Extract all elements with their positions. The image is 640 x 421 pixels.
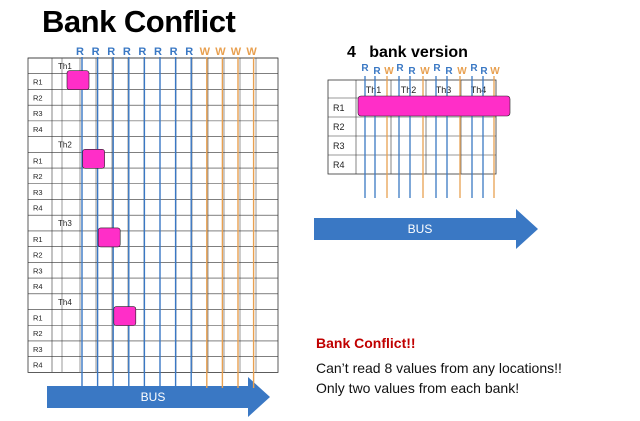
bus-arrow [314, 209, 538, 249]
register-row-label: R2 [33, 93, 43, 102]
bus-arrow [47, 377, 270, 417]
register-row-label: R2 [33, 251, 43, 260]
read-port-label: R [433, 63, 441, 74]
thread-header-label: Th4 [471, 85, 487, 95]
register-row-label: R3 [33, 345, 43, 354]
bus-label: BUS [408, 222, 433, 236]
read-port-label: R [373, 66, 381, 77]
read-port-label: R [123, 46, 131, 58]
bank-version-heading: 4 bank version [347, 44, 468, 61]
read-port-label: R [92, 46, 100, 58]
thread-header-label: Th1 [366, 85, 382, 95]
accessed-cell-highlight [97, 227, 121, 248]
explanation-line-2: Only two values from each bank! [316, 380, 520, 396]
write-port-label: W [246, 46, 257, 58]
thread-header-label: Th2 [401, 85, 417, 95]
register-row-label: R3 [33, 266, 43, 275]
read-port-label: R [185, 46, 193, 58]
register-row-label: R4 [33, 361, 43, 370]
explanation-line-1: Can’t read 8 values from any locations!! [316, 360, 562, 376]
read-port-label: R [396, 63, 404, 74]
read-port-label: R [107, 46, 115, 58]
write-port-label: W [384, 66, 394, 77]
register-row-label: R4 [333, 160, 345, 170]
register-row-label: R1 [33, 235, 43, 244]
read-port-label: R [154, 46, 162, 58]
accessed-cell-highlight [82, 149, 105, 169]
read-port-label: R [361, 63, 369, 74]
register-row-label: R4 [33, 203, 43, 212]
thread-label: Th3 [58, 219, 72, 228]
register-row-label: R1 [33, 314, 43, 323]
read-port-label: R [480, 66, 488, 77]
write-port-label: W [200, 46, 211, 58]
register-row-label: R3 [333, 141, 345, 151]
read-port-label: R [138, 46, 146, 58]
register-row-label: R4 [33, 125, 43, 134]
slide-title: Bank Conflict [42, 4, 236, 39]
register-row-label: R2 [33, 329, 43, 338]
write-port-label: W [490, 66, 500, 77]
read-port-label: R [170, 46, 178, 58]
accessed-cell-highlight [66, 70, 90, 91]
accessed-row-highlight [357, 95, 511, 117]
thread-label: Th1 [58, 62, 72, 71]
register-row-label: R1 [33, 78, 43, 87]
register-row-label: R1 [333, 103, 345, 113]
write-port-label: W [231, 46, 242, 58]
register-row-label: R3 [33, 188, 43, 197]
right-grid-border [327, 79, 497, 175]
write-port-label: W [420, 66, 430, 77]
read-port-label: R [470, 63, 478, 74]
register-row-label: R2 [33, 172, 43, 181]
register-row-label: R4 [33, 282, 43, 291]
register-row-label: R1 [33, 156, 43, 165]
register-row-label: R3 [33, 109, 43, 118]
thread-label: Th2 [58, 141, 72, 150]
thread-header-label: Th3 [436, 85, 452, 95]
register-row-label: R2 [333, 122, 345, 132]
read-port-label: R [408, 66, 416, 77]
thread-label: Th4 [58, 298, 72, 307]
write-port-label: W [457, 66, 467, 77]
write-port-label: W [215, 46, 226, 58]
bank-conflict-heading: Bank Conflict!! [316, 335, 416, 351]
read-port-label: R [445, 66, 453, 77]
accessed-cell-highlight [113, 306, 137, 326]
bus-label: BUS [141, 390, 166, 404]
read-port-label: R [76, 46, 84, 58]
